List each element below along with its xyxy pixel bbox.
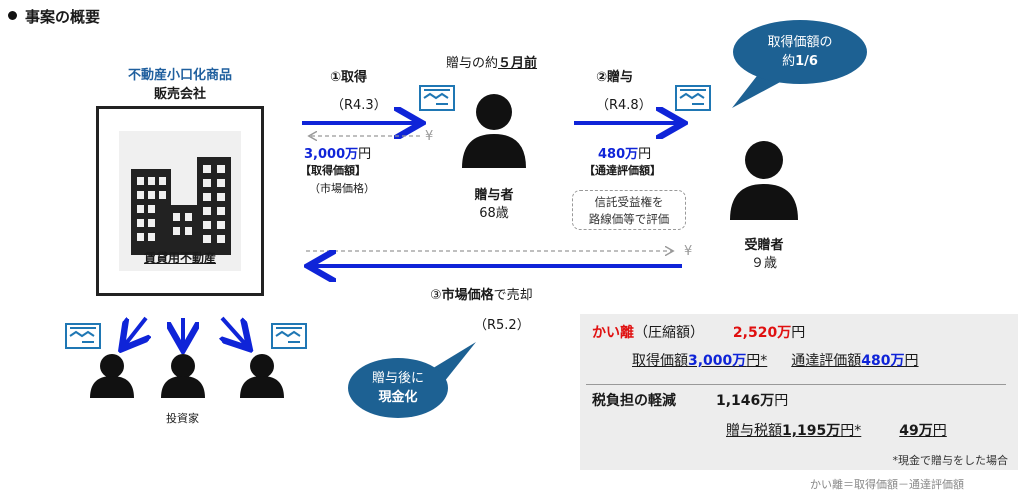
acq-value: 3,000万 [688,353,747,369]
gift-tax-label: 贈与税額 [726,423,782,439]
valuation-row: 取得価額3,000万円* 通達評価額480万円 [632,350,919,370]
panel-divider [586,384,1006,385]
page-title: 事案の概要 [8,6,100,27]
eval-unit: 円 [904,353,919,369]
step3-label: ③市場価格で売却 [430,284,533,303]
seller-line2: 販売会社 [153,87,206,102]
building-icon-bg [119,131,241,271]
cash-bubble-line2: 現金化 [378,390,418,405]
gift-tax-after-unit: 円 [932,423,947,439]
person-icon [161,354,205,398]
yen-icon: ¥ [684,244,693,259]
investor-arrow-1 [124,316,146,346]
tax-label: 税負担の軽減 [592,393,676,409]
donor-timing-prefix: 贈与の約 [446,56,499,71]
person-icon [462,94,526,168]
person-icon [730,141,798,220]
step2-amount-unit: 円 [638,147,652,162]
footnote: かい離＝取得価額－通達評価額 [810,478,964,491]
step2-date: （R4.8） [596,98,652,113]
gift-tax-before-unit: 円* [840,423,862,439]
donor-age: 68歳 [479,206,509,221]
tax-yen: 円 [774,393,789,409]
seller-heading: 不動産小口化商品 販売会社 [95,66,265,104]
gap-label: かい離 [592,325,634,341]
step2-label: ②贈与 [596,70,634,85]
step2-amount: 480万円 [598,143,651,162]
certificate-icon [419,85,455,111]
yen-icon: ¥ [425,129,434,144]
step3-date: （R5.2） [474,318,530,333]
bullet-icon [8,11,17,20]
donor-name: 贈与者 [474,188,514,203]
gift-tax-row: 贈与税額1,195万円* 49万円 [726,420,947,440]
donee-name: 受贈者 [744,238,784,253]
acq-label: 取得価額 [632,353,688,369]
seller-box: 賃貸用不動産 [96,106,264,296]
ratio-bubble-strong: 1/6 [795,54,818,69]
investor-arrow-3 [222,316,247,346]
ratio-bubble: 取得価額の 約1/6 [733,20,867,84]
step1-caption: 【取得価額】 [300,164,366,177]
gap-row: かい離（圧縮額） 2,520万円 [592,322,805,342]
cash-bubble-line1: 贈与後に [371,371,424,386]
gift-tax-before: 1,195万 [782,423,841,439]
step3-prefix: ③ [430,288,442,303]
certificate-icon [65,323,101,349]
donor-timing-strong: ５月前 [498,56,538,71]
step1-sub: （市場価格） [309,182,375,195]
valuation-note-line2: 路線価等で評価 [588,212,670,226]
gap-yen: 円 [791,325,806,341]
step3-suffix: で売却 [493,288,533,303]
building-icon [131,157,231,255]
building-label: 賃貸用不動産 [143,251,216,265]
step2-amount-value: 480万 [598,147,639,162]
step1-amount-value: 3,000万 [304,147,359,162]
person-icon [240,354,284,398]
step1-amount-unit: 円 [358,147,372,162]
panel-note: *現金で贈与をした場合 [892,454,1009,467]
ratio-bubble-prefix: 約 [782,54,796,69]
gap-value: 2,520万 [732,325,792,341]
gap-paren: （圧縮額） [634,325,704,341]
seller-line1: 不動産小口化商品 [127,68,232,83]
ratio-bubble-line1: 取得価額の [767,35,833,50]
tax-row: 税負担の軽減 1,146万円 [592,390,788,410]
tax-value: 1,146万 [716,393,775,409]
certificate-icon [271,323,307,349]
donor-timing: 贈与の約５月前 [446,52,537,71]
step3-strong: 市場価格 [441,288,494,303]
acq-unit: 円* [746,353,768,369]
step1-date: （R4.3） [331,98,387,113]
valuation-note: 信託受益権を 路線価等で評価 [572,190,686,230]
page-title-text: 事案の概要 [25,8,101,26]
step1-label: ①取得 [330,70,368,85]
eval-label: 通達評価額 [791,353,862,369]
cash-bubble: 贈与後に 現金化 [348,358,448,418]
step2-caption: 【通達評価額】 [584,164,661,177]
investors-label: 投資家 [166,412,199,425]
donee-age: ９歳 [750,256,777,271]
person-icon [90,354,134,398]
certificate-icon [675,85,711,111]
valuation-note-line1: 信託受益権を [594,195,664,209]
step1-amount: 3,000万円 [304,143,371,162]
eval-value: 480万 [861,353,905,369]
summary-panel: かい離（圧縮額） 2,520万円 取得価額3,000万円*通達評価額480万円 … [580,314,1018,470]
gift-tax-after: 49万 [899,423,933,439]
